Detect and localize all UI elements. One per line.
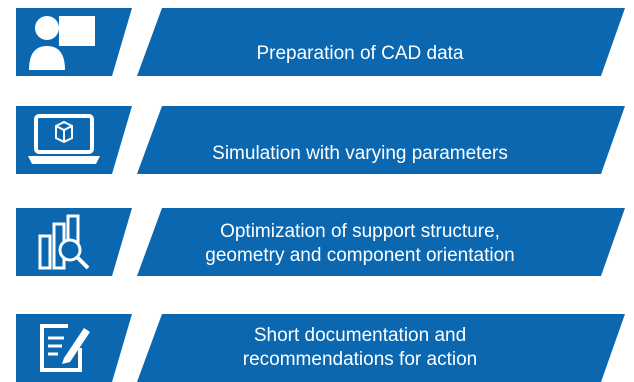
step-4-band	[16, 314, 625, 382]
step-4-label-line1: Short documentation and	[253, 325, 467, 346]
chart-magnifier-icon	[16, 210, 112, 274]
step-4: Short documentation and recommendations …	[0, 314, 634, 382]
step-4-label: Short documentation and recommendations …	[160, 324, 560, 372]
step-3-label-line1: Optimization of support structure,	[220, 221, 500, 242]
step-3-band	[16, 208, 625, 276]
presenter-icon	[16, 10, 112, 74]
step-3: Optimization of support structure, geome…	[0, 208, 634, 276]
step-1-label: Preparation of CAD data	[256, 43, 464, 64]
step-4-label-line2: recommendations for action	[242, 349, 478, 370]
step-3-label-line2: geometry and component orientation	[205, 245, 515, 266]
edit-document-icon	[16, 316, 112, 380]
step-2: Simulation with varying parameters	[0, 106, 634, 174]
step-3-label: Optimization of support structure, geome…	[160, 220, 560, 268]
laptop-cad-icon	[16, 108, 112, 172]
step-1: Preparation of CAD data	[0, 8, 634, 76]
step-2-label: Simulation with varying parameters	[212, 143, 508, 164]
